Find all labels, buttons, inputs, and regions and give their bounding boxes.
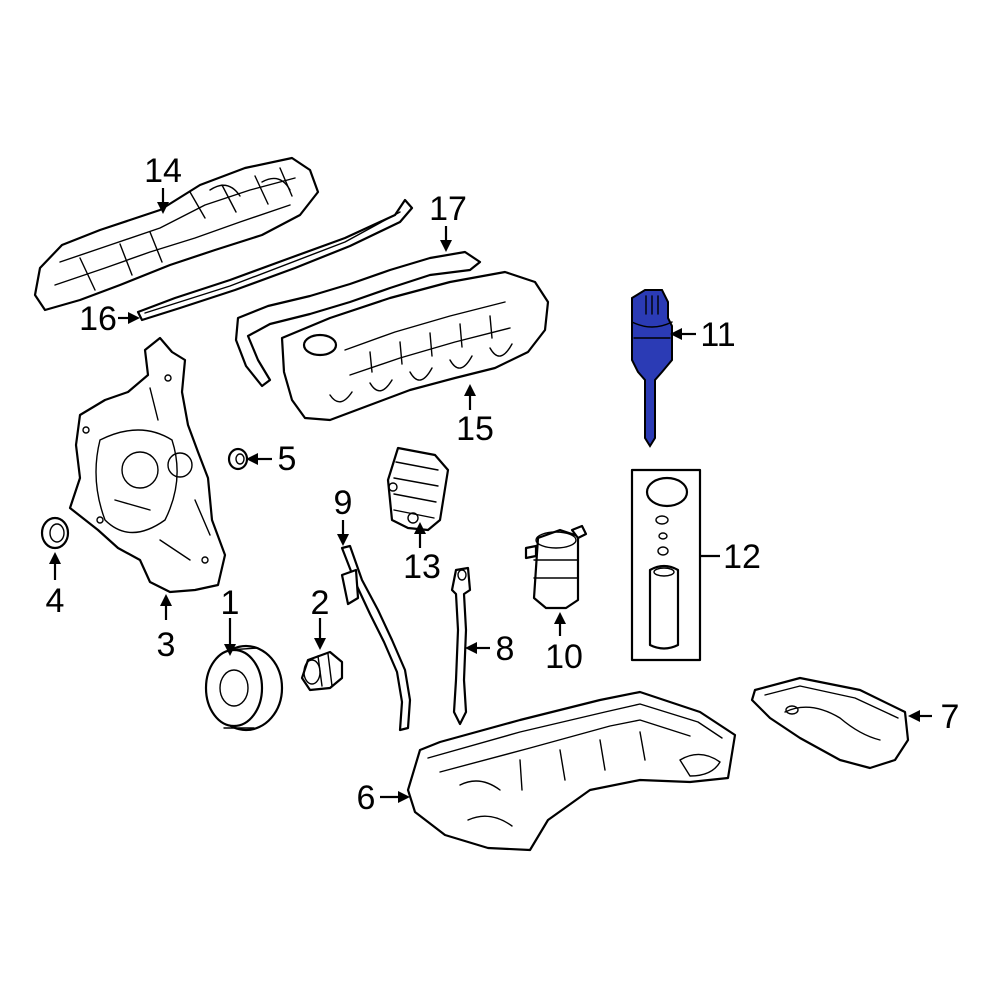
part-6-oil-pan-upper[interactable] bbox=[406, 690, 737, 852]
part-9-dipstick-tube[interactable] bbox=[340, 544, 412, 732]
callout-4: 4 bbox=[46, 582, 65, 620]
callout-8: 8 bbox=[496, 630, 515, 668]
part-12-filter-kit[interactable] bbox=[630, 468, 702, 662]
callout-1: 1 bbox=[221, 584, 240, 622]
callout-10: 10 bbox=[545, 638, 583, 676]
callout-13: 13 bbox=[403, 548, 441, 586]
callout-7: 7 bbox=[941, 698, 960, 736]
part-4-seal[interactable] bbox=[40, 516, 70, 550]
callout-15: 15 bbox=[456, 410, 494, 448]
part-10-filter-housing[interactable] bbox=[524, 524, 588, 610]
callout-12: 12 bbox=[723, 538, 761, 576]
callout-11: 11 bbox=[700, 316, 735, 354]
callout-5: 5 bbox=[278, 440, 297, 478]
part-3-timing-cover[interactable] bbox=[68, 336, 227, 594]
part-16-gasket[interactable] bbox=[136, 198, 414, 322]
part-7-oil-pan-lower[interactable] bbox=[750, 676, 910, 770]
leader-lines bbox=[49, 188, 932, 803]
callout-labels: 1 2 3 4 5 6 7 8 9 10 11 12 13 14 15 16 1… bbox=[46, 152, 960, 817]
part-1-pulley[interactable] bbox=[204, 644, 284, 732]
callout-14: 14 bbox=[144, 152, 182, 190]
part-17-valve-cover-gasket[interactable] bbox=[234, 250, 482, 388]
callout-17: 17 bbox=[429, 190, 467, 228]
part-14-intake-cover[interactable] bbox=[33, 156, 320, 312]
part-8-dipstick[interactable] bbox=[450, 566, 472, 726]
callout-16: 16 bbox=[79, 300, 117, 338]
part-5-plug[interactable] bbox=[227, 447, 249, 471]
part-15-valve-cover[interactable] bbox=[280, 270, 550, 422]
callout-9: 9 bbox=[334, 484, 353, 522]
callout-2: 2 bbox=[311, 584, 330, 622]
part-13-oil-cooler[interactable] bbox=[386, 446, 450, 532]
callout-3: 3 bbox=[157, 626, 176, 664]
part-11-filter-cap[interactable] bbox=[631, 289, 673, 448]
part-2-fitting[interactable] bbox=[300, 650, 344, 692]
callout-6: 6 bbox=[357, 779, 376, 817]
